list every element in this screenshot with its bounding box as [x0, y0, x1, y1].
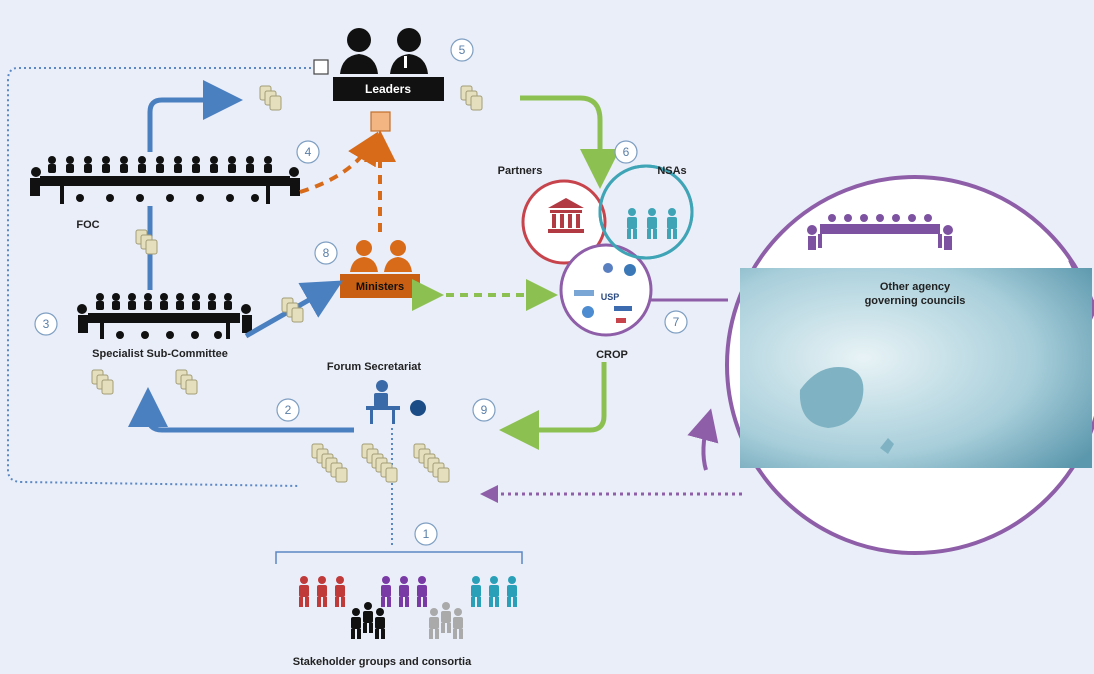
document-stack — [460, 85, 483, 111]
svg-text:USP: USP — [601, 292, 620, 302]
foc-to-leaders-arrow — [147, 80, 243, 152]
document-stack — [135, 229, 158, 255]
svg-text:7: 7 — [673, 315, 680, 329]
document-stack — [281, 297, 304, 323]
document-stack — [259, 85, 282, 111]
ministers-icon — [340, 240, 420, 298]
partners-bank-icon — [548, 198, 584, 233]
other-agency-label: Other agency — [880, 281, 951, 293]
stakeholder-people-groups — [299, 576, 517, 639]
document-stack — [375, 457, 398, 483]
crop-agency-logos: USP — [574, 263, 636, 323]
dotted-feedback-line — [7, 67, 316, 487]
leaders-decision-box — [370, 111, 391, 132]
forum-to-specialist-arrow — [128, 387, 354, 433]
leaders-icon — [333, 28, 444, 101]
svg-text:8: 8 — [323, 246, 330, 260]
pacific-map — [740, 268, 1092, 468]
document-stack — [175, 369, 198, 395]
document-stack — [91, 369, 114, 395]
svg-text:4: 4 — [305, 145, 312, 159]
leaders-label: Leaders — [365, 82, 411, 96]
specialist-label: Specialist Sub-Committee — [92, 348, 228, 360]
foc-label: FOC — [76, 219, 99, 231]
document-stack — [427, 457, 450, 483]
svg-text:5: 5 — [459, 43, 466, 57]
crop-label: CROP — [596, 349, 628, 361]
specialist-meeting-icon — [77, 293, 252, 339]
svg-text:9: 9 — [481, 403, 488, 417]
svg-text:6: 6 — [623, 145, 630, 159]
step-markers: 1 2 3 4 5 6 7 8 9 — [34, 38, 688, 546]
other-agency-label-2: governing councils — [865, 295, 966, 307]
nsas-circle-overlay — [598, 164, 694, 260]
agency-council-meeting-icon — [807, 214, 953, 250]
partners-label: Partners — [498, 165, 543, 177]
leaders-to-partners-arrow — [520, 95, 620, 189]
forum-secretariat-label: Forum Secretariat — [327, 361, 421, 373]
svg-text:3: 3 — [43, 317, 50, 331]
nsas-label: NSAs — [657, 165, 686, 177]
nsas-people-icon — [627, 208, 677, 239]
document-stack — [325, 457, 348, 483]
svg-text:1: 1 — [423, 527, 430, 541]
checkbox-node — [313, 59, 329, 75]
foc-meeting-icon — [30, 156, 300, 204]
svg-text:2: 2 — [285, 403, 292, 417]
crop-to-forum-arrow — [499, 362, 607, 450]
forum-secretariat-icon — [366, 380, 426, 424]
ministers-label: Ministers — [356, 281, 404, 293]
stakeholder-bracket — [275, 551, 523, 564]
stakeholders-label: Stakeholder groups and consortia — [293, 656, 472, 668]
